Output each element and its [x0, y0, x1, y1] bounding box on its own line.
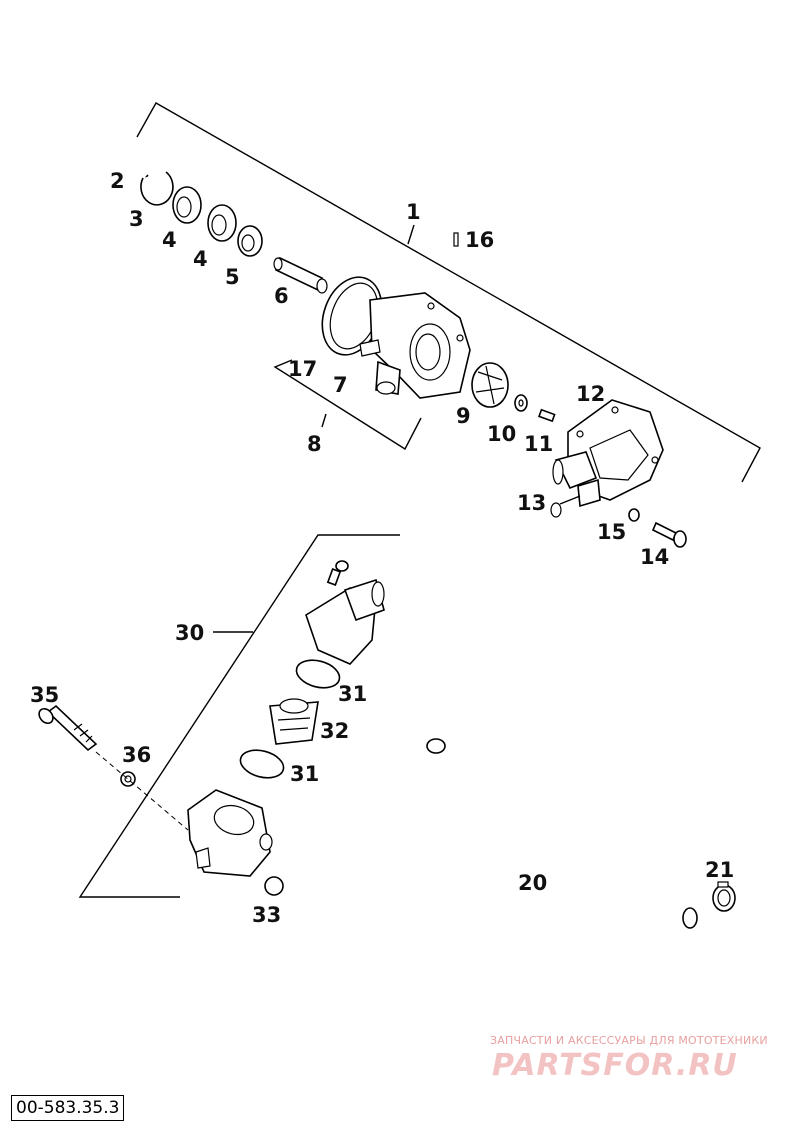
- thermostat-cover-part: [305, 578, 385, 665]
- washer-part: [514, 394, 528, 412]
- drawing-code: 00-583.35.3: [11, 1095, 125, 1121]
- callout-21: 21: [705, 858, 734, 882]
- callout-4-first: 4: [162, 228, 177, 252]
- callout-32: 32: [320, 719, 349, 743]
- cover-screw-part: [326, 560, 349, 586]
- callout-14: 14: [640, 545, 669, 569]
- callout-5: 5: [225, 265, 240, 289]
- callout-3: 3: [129, 207, 144, 231]
- o-ring-part: [628, 508, 640, 522]
- thermostat-part: [269, 698, 319, 745]
- callout-10: 10: [487, 422, 516, 446]
- callout-1: 1: [406, 200, 421, 224]
- thermostat-housing-part: [187, 789, 273, 877]
- callout-12: 12: [576, 382, 605, 406]
- o-ring-part: [264, 876, 284, 896]
- callout-6: 6: [274, 284, 289, 308]
- gasket-part: [321, 276, 383, 356]
- callout-31-lower: 31: [290, 762, 319, 786]
- thermostat-assembly-bracket: [78, 534, 400, 898]
- callout-7: 7: [333, 373, 348, 397]
- callout-20: 20: [518, 871, 547, 895]
- watermark-tagline: ЗАПЧАСТИ И АКСЕССУАРЫ ДЛЯ МОТОТЕХНИКИ: [490, 1034, 768, 1047]
- pin-part: [453, 232, 459, 247]
- callout-11: 11: [524, 432, 553, 456]
- watermark-logo: PARTSFOR.RU: [492, 1048, 738, 1083]
- callout-8: 8: [307, 432, 322, 456]
- pump-housing-part: [359, 292, 471, 399]
- shaft-seal-part: [237, 225, 263, 257]
- o-ring-part: [295, 659, 341, 689]
- callout-36: 36: [122, 743, 151, 767]
- callout-35: 35: [30, 683, 59, 707]
- bearing-part: [172, 186, 202, 224]
- callout-17: 17: [288, 357, 317, 381]
- callout-33: 33: [252, 903, 281, 927]
- pump-shaft-part: [273, 256, 328, 294]
- callout-4-second: 4: [193, 247, 208, 271]
- callout-31-upper: 31: [338, 682, 367, 706]
- callout-16: 16: [465, 228, 494, 252]
- callout-13: 13: [517, 491, 546, 515]
- callout-2: 2: [110, 169, 125, 193]
- housing-bolt-part: [38, 704, 98, 752]
- pump-assembly-bracket: [136, 102, 761, 483]
- housing-subassembly-bracket: [273, 359, 422, 450]
- callout-9: 9: [456, 404, 471, 428]
- callout-15: 15: [597, 520, 626, 544]
- callout-30: 30: [175, 621, 204, 645]
- pump-cover-part: [550, 399, 664, 518]
- assembly-alignment-line: [95, 751, 189, 831]
- circlip-part: [140, 171, 174, 206]
- screw-part: [538, 408, 556, 423]
- coolant-hose-part: [393, 736, 698, 960]
- bearing-part: [207, 204, 237, 242]
- o-ring-part: [239, 749, 285, 779]
- hose-clamp-part: [712, 881, 736, 912]
- bolt-part: [651, 521, 687, 548]
- impeller-part: [471, 362, 509, 408]
